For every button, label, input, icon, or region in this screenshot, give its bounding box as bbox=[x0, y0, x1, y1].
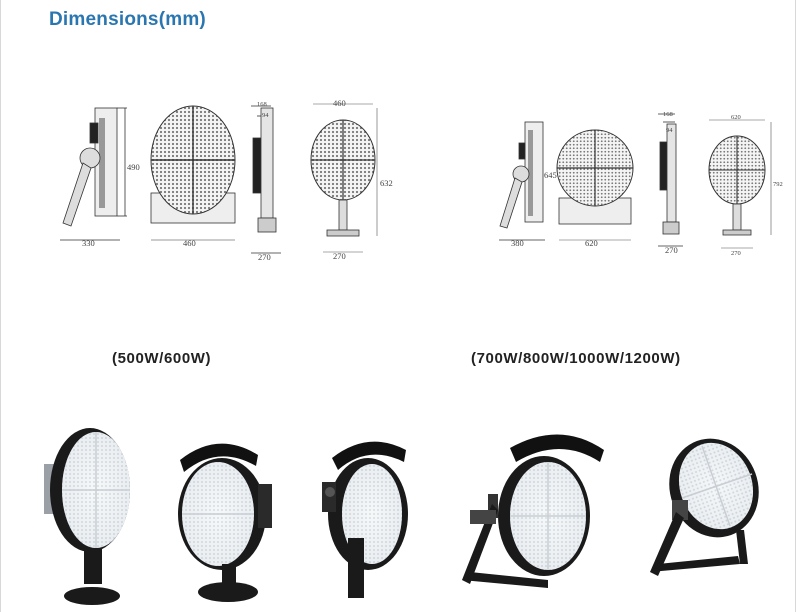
page-border-left bbox=[0, 0, 1, 612]
side-view-drawing bbox=[60, 107, 127, 241]
thin-side-drawing bbox=[658, 113, 683, 247]
dim-thin-bottom: 270 bbox=[258, 252, 271, 262]
dim-side-width: 380 bbox=[511, 238, 524, 248]
dim-thin-top-a: 168 bbox=[663, 111, 673, 118]
page-title: Dimensions(mm) bbox=[49, 9, 206, 30]
dim-side-width: 330 bbox=[82, 238, 95, 248]
front-view-drawing bbox=[150, 105, 236, 241]
product-photo-4 bbox=[462, 434, 604, 588]
dim-side-height: 490 bbox=[127, 162, 140, 172]
dim-thin-top-a: 168 bbox=[257, 101, 267, 108]
dim-round-width: 620 bbox=[731, 114, 741, 121]
round-view-drawing bbox=[310, 103, 378, 253]
dim-front-width: 460 bbox=[183, 238, 196, 248]
dim-thin-top-b: 94 bbox=[666, 127, 673, 134]
dim-round-base: 270 bbox=[731, 250, 741, 257]
drawing-set-500-600: 490 330 460 168 94 270 460 632 270 bbox=[60, 98, 393, 262]
product-photo-5 bbox=[650, 438, 759, 576]
product-photo-2 bbox=[178, 443, 272, 602]
front-view-drawing bbox=[556, 129, 634, 241]
dim-front-width: 620 bbox=[585, 238, 598, 248]
product-photos bbox=[44, 428, 759, 605]
dim-side-height: 645 bbox=[544, 170, 557, 180]
caption-500w-600w: (500W/600W) bbox=[112, 350, 212, 367]
round-view-drawing bbox=[708, 119, 772, 249]
dim-thin-bottom: 270 bbox=[665, 245, 678, 255]
drawing-set-700-1200: 380 645 620 168 94 270 620 792 270 bbox=[499, 111, 783, 257]
product-photo-3 bbox=[322, 441, 408, 598]
dim-round-base: 270 bbox=[333, 251, 346, 261]
dim-round-height: 632 bbox=[380, 178, 393, 188]
dim-round-height: 792 bbox=[773, 181, 783, 188]
thin-side-drawing bbox=[251, 105, 281, 254]
dim-thin-top-b: 94 bbox=[262, 112, 269, 119]
dim-round-width: 460 bbox=[333, 98, 346, 108]
side-view-drawing bbox=[499, 121, 545, 241]
caption-700w-1200w: (700W/800W/1000W/1200W) bbox=[471, 350, 681, 367]
product-photo-1 bbox=[44, 428, 130, 605]
